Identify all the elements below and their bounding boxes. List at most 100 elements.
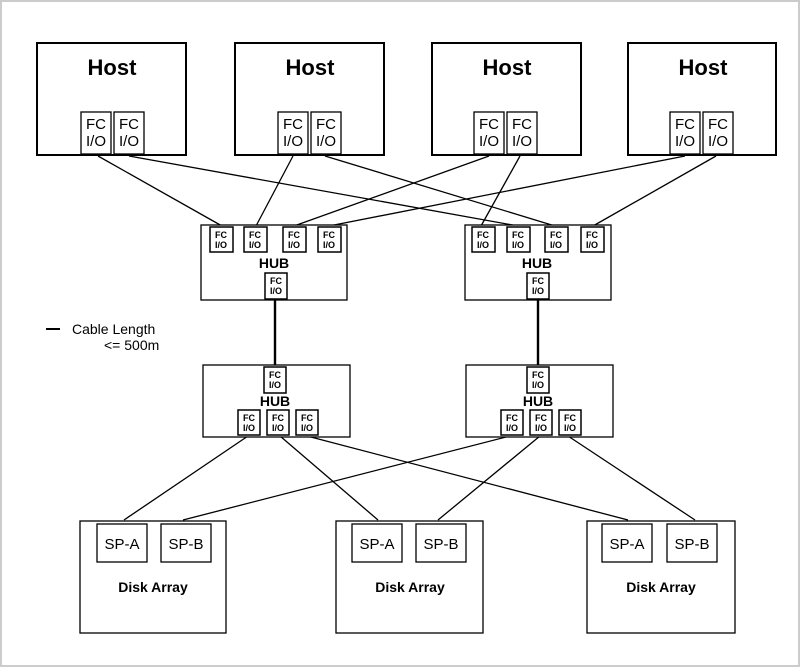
cable [293,155,490,227]
cable [437,435,541,521]
port-label: FC [532,370,544,380]
legend-line1: Cable Length [72,321,155,337]
port-label: I/O [249,240,261,250]
fc-io-port [544,226,569,253]
host-title: Host [286,55,336,80]
fc-io-port [295,409,319,436]
port-label: FC [272,413,284,423]
cable [123,435,249,521]
fc-io-port [526,366,550,394]
sp-b-label: SP-B [674,536,709,553]
port-label: I/O [479,133,499,150]
fc-io-port [580,226,605,253]
port-label: FC [215,230,227,240]
sp-a-port [96,523,148,563]
port-label: I/O [243,423,255,433]
cable [480,155,521,227]
upper-hub-left: FC I/O FC I/O FC I/O FC I/O HUB FC I/O [200,224,348,301]
host-title: Host [483,55,533,80]
port-label: I/O [272,423,284,433]
legend-line2: <= 500m [104,337,159,353]
port-label: FC [119,116,139,133]
disk-array: SP-A SP-B Disk Array [79,520,227,634]
port-label: I/O [512,133,532,150]
port-label: I/O [708,133,728,150]
port-label: FC [506,413,518,423]
upper-hub-right: FC I/O FC I/O FC I/O FC I/O HUB FC I/O [464,224,612,301]
port-label: I/O [288,240,300,250]
fc-io-port [506,226,531,253]
port-label: FC [535,413,547,423]
cable [255,155,294,227]
port-label: FC [86,116,106,133]
port-label: I/O [477,240,489,250]
port-label: I/O [586,240,598,250]
host-box: Host FC I/O FC I/O [234,42,385,156]
sp-b-port [415,523,467,563]
disk-array-title: Disk Array [375,579,445,595]
sp-a-port [601,523,653,563]
port-label: I/O [675,133,695,150]
port-label: I/O [512,240,524,250]
port-label: I/O [564,423,576,433]
port-label: FC [283,116,303,133]
fc-io-port [506,111,538,155]
fc-io-port [526,272,550,300]
port-label: I/O [301,423,313,433]
port-label: I/O [215,240,227,250]
port-label: FC [564,413,576,423]
port-label: I/O [316,133,336,150]
disk-array-title: Disk Array [626,579,696,595]
sp-a-label: SP-A [359,536,394,553]
sp-a-label: SP-A [104,536,139,553]
fc-io-port [263,366,287,394]
port-label: I/O [323,240,335,250]
host-title: Host [679,55,729,80]
port-label: I/O [269,380,281,390]
lower-hub-left: FC I/O HUB FC I/O FC I/O FC I/O [202,364,351,438]
cable [128,155,519,227]
sp-b-port [160,523,212,563]
port-label: FC [269,370,281,380]
port-label: FC [675,116,695,133]
cable [279,435,379,521]
sp-a-label: SP-A [609,536,644,553]
port-label: FC [477,230,489,240]
fc-io-port [113,111,145,155]
lower-hub-right: FC I/O HUB FC I/O FC I/O FC I/O [465,364,614,438]
fc-io-port [473,111,505,155]
port-label: I/O [550,240,562,250]
fc-io-port [558,409,582,436]
port-label: I/O [86,133,106,150]
fc-io-port [237,409,261,436]
port-label: I/O [535,423,547,433]
port-label: FC [708,116,728,133]
fc-io-port [471,226,496,253]
disk-array-title: Disk Array [118,579,188,595]
port-label: I/O [506,423,518,433]
port-label: FC [532,276,544,286]
port-label: FC [288,230,300,240]
port-label: FC [550,230,562,240]
port-label: FC [316,116,336,133]
cable [592,155,717,227]
hub-title: HUB [260,393,290,409]
port-label: FC [270,276,282,286]
host-box: Host FC I/O FC I/O [431,42,582,156]
cable [306,435,629,521]
fc-io-port [80,111,112,155]
port-label: I/O [119,133,139,150]
port-label: FC [249,230,261,240]
sp-b-label: SP-B [168,536,203,553]
fc-io-port [317,226,342,253]
fc-io-port [529,409,553,436]
cables [97,155,717,521]
fc-io-port [266,409,290,436]
host-box: Host FC I/O FC I/O [627,42,777,156]
cable [328,155,686,227]
host-box: Host FC I/O FC I/O [36,42,187,156]
port-label: I/O [283,133,303,150]
hub-title: HUB [523,393,553,409]
fc-io-port [669,111,701,155]
